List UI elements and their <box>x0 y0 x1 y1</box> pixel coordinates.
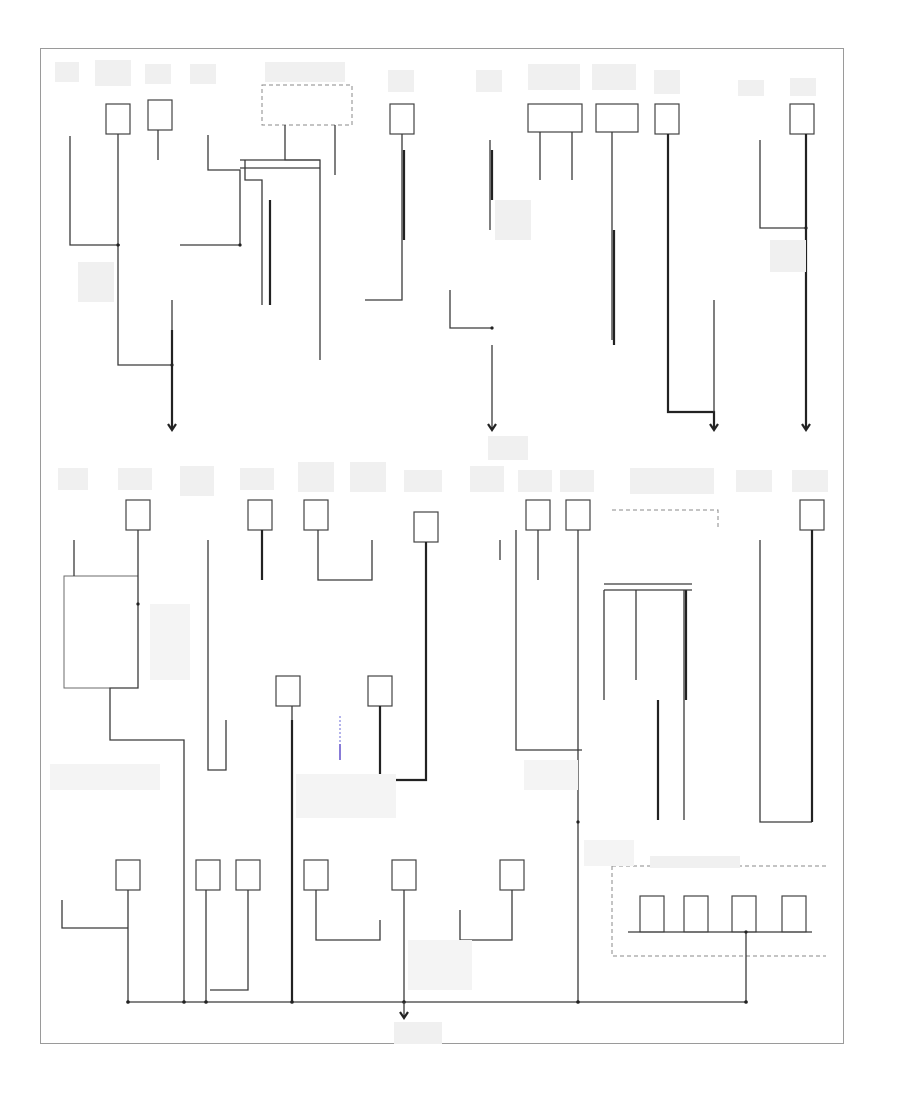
wire <box>180 135 241 246</box>
wire <box>459 890 513 941</box>
bottom-section <box>50 462 828 1044</box>
junction-dot <box>204 1000 208 1004</box>
component-box <box>595 103 639 133</box>
component-box <box>105 103 131 135</box>
component-box <box>275 675 301 707</box>
component-box <box>527 103 583 133</box>
wire <box>759 140 806 229</box>
component-box <box>125 499 151 531</box>
junction-dot <box>804 226 808 230</box>
wire <box>109 530 185 1002</box>
ground-arrow <box>399 1011 409 1020</box>
component-box <box>639 895 665 933</box>
component-box <box>683 895 709 933</box>
component-box <box>525 499 551 531</box>
wire <box>365 134 403 301</box>
wire <box>378 542 428 782</box>
component-box <box>781 895 807 933</box>
junction-dot <box>238 243 242 247</box>
component-box <box>799 499 825 531</box>
component-box <box>303 499 329 531</box>
module-enclosure <box>612 509 719 530</box>
component-box <box>499 859 525 891</box>
ground-arrow <box>709 423 719 432</box>
wire <box>449 290 492 329</box>
module-enclosure <box>261 84 353 126</box>
component-box <box>147 99 173 131</box>
junction-dot <box>116 243 120 247</box>
ground-arrow <box>487 423 497 432</box>
wire <box>61 900 128 929</box>
component-box <box>367 675 393 707</box>
component-box <box>391 859 417 891</box>
component-box <box>654 103 680 135</box>
junction-dot <box>576 1000 580 1004</box>
ground-arrow <box>801 423 811 432</box>
junction-dot <box>490 326 494 330</box>
component-box <box>565 499 591 531</box>
junction-dot <box>576 820 580 824</box>
junction-dot <box>182 1000 186 1004</box>
illegible-labels <box>50 462 828 1044</box>
module-box <box>63 575 139 689</box>
wire <box>210 890 249 991</box>
component-box <box>195 859 221 891</box>
wire <box>759 540 812 823</box>
wire <box>207 540 227 771</box>
component-box <box>115 859 141 891</box>
component-box <box>235 859 261 891</box>
component-box <box>731 895 757 933</box>
junction-dot <box>170 363 174 367</box>
wire <box>666 134 716 428</box>
junction-dot <box>290 1000 294 1004</box>
component-box <box>413 511 439 543</box>
top-section <box>55 60 816 460</box>
wire <box>244 160 263 305</box>
module-enclosure <box>611 866 826 957</box>
component-box <box>247 499 273 531</box>
junction-dot <box>136 602 140 606</box>
junction-dot <box>126 1000 130 1004</box>
illegible-labels <box>55 60 816 460</box>
wire <box>315 890 381 941</box>
component-box <box>389 103 415 135</box>
wire <box>69 136 120 246</box>
wire <box>117 134 172 366</box>
junction-dot <box>744 1000 748 1004</box>
wire <box>515 530 582 751</box>
component-box <box>303 859 329 891</box>
ground-arrow <box>167 423 177 432</box>
wire <box>317 530 373 581</box>
junction-dot <box>744 930 748 934</box>
component-box <box>789 103 815 135</box>
